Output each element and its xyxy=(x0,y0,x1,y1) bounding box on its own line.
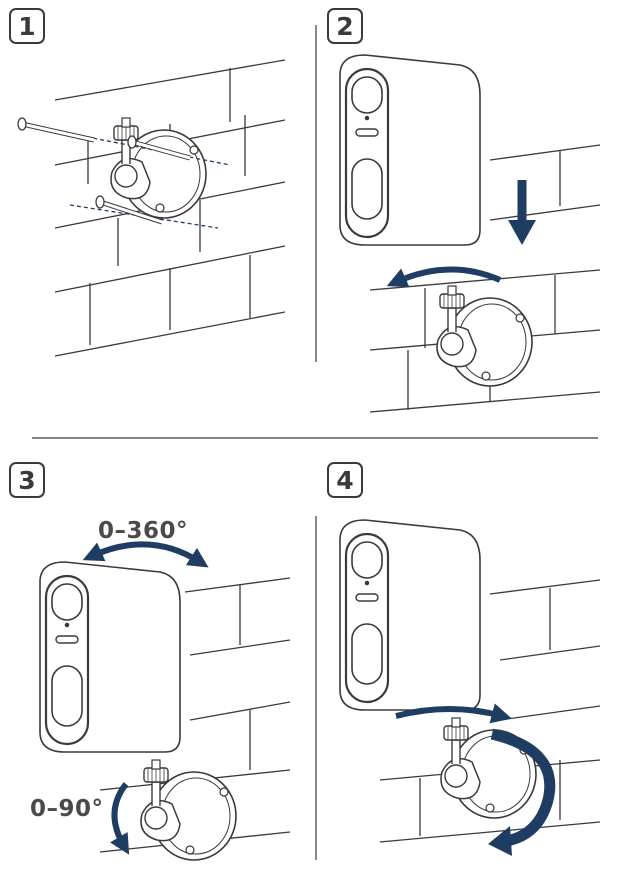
step-3-badge: 3 xyxy=(9,462,45,498)
step-4-badge: 4 xyxy=(327,462,363,498)
rotation-angle-label: 0–360° xyxy=(98,518,189,544)
step-2-badge: 2 xyxy=(327,8,363,44)
panel-4 xyxy=(338,518,601,856)
step-1-badge: 1 xyxy=(9,8,45,44)
screw-bottom xyxy=(95,195,163,225)
panel-1 xyxy=(17,59,286,357)
screw-middle xyxy=(127,135,191,161)
screw-top xyxy=(17,117,95,143)
panel-3 xyxy=(38,541,291,861)
tilt-angle-label: 0–90° xyxy=(30,796,104,822)
panel-2 xyxy=(338,53,601,413)
